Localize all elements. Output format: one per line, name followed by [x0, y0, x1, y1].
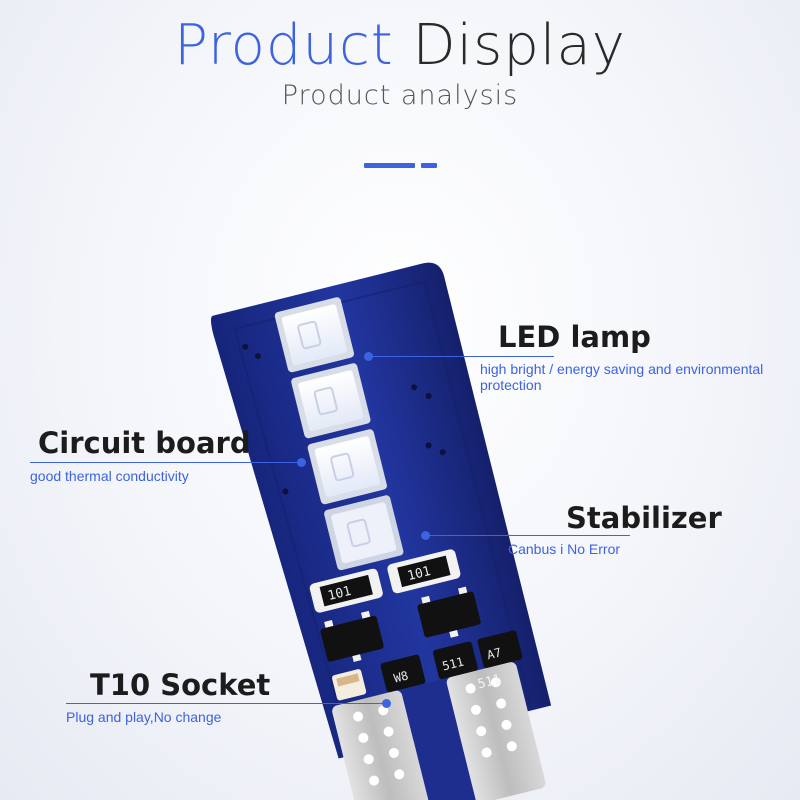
led-lamp-leader-line [368, 356, 554, 357]
board-marking-code: 511 [476, 672, 502, 692]
stabilizer-group [320, 586, 523, 701]
socket-contact-left [332, 690, 431, 800]
board-marking-resistor-1: 101 [326, 584, 352, 604]
stabilizer-title: Stabilizer [566, 501, 722, 535]
circuit-board-marker [297, 458, 306, 467]
page-title: Product Display [0, 8, 800, 84]
title-underline-short [421, 163, 437, 168]
stabilizer-description: Canbus i No Error [508, 541, 621, 557]
page-title-highlight: Product [174, 13, 394, 78]
led-chips [274, 297, 404, 571]
socket-contact-right [446, 662, 546, 800]
led-lamp-title: LED lamp [498, 320, 651, 354]
t10-socket-marker [382, 699, 391, 708]
board-marking-resistor-2: 101 [406, 564, 432, 584]
board-marking-diode: W8 [392, 668, 409, 685]
page-subtitle: Product analysis [281, 80, 519, 111]
stabilizer-leader-line [428, 535, 630, 536]
t10-socket-title: T10 Socket [90, 668, 271, 702]
circuit-board-description: good thermal conductivity [30, 468, 189, 484]
stabilizer-marker [421, 531, 430, 540]
t10-socket-description: Plug and play,No change [66, 709, 222, 725]
t10-socket-leader-line [66, 703, 384, 704]
board-marking-transistor-2: A7 [485, 645, 502, 662]
circuit-board-leader-line [30, 462, 300, 463]
page-title-rest: Display [412, 13, 626, 78]
led-lamp-description: high bright / energy saving and environm… [480, 361, 764, 393]
board-marking-transistor-1: 511 [441, 655, 465, 674]
circuit-board-title: Circuit board [38, 426, 251, 460]
resistor-group [309, 549, 461, 613]
title-underline-long [364, 163, 415, 168]
